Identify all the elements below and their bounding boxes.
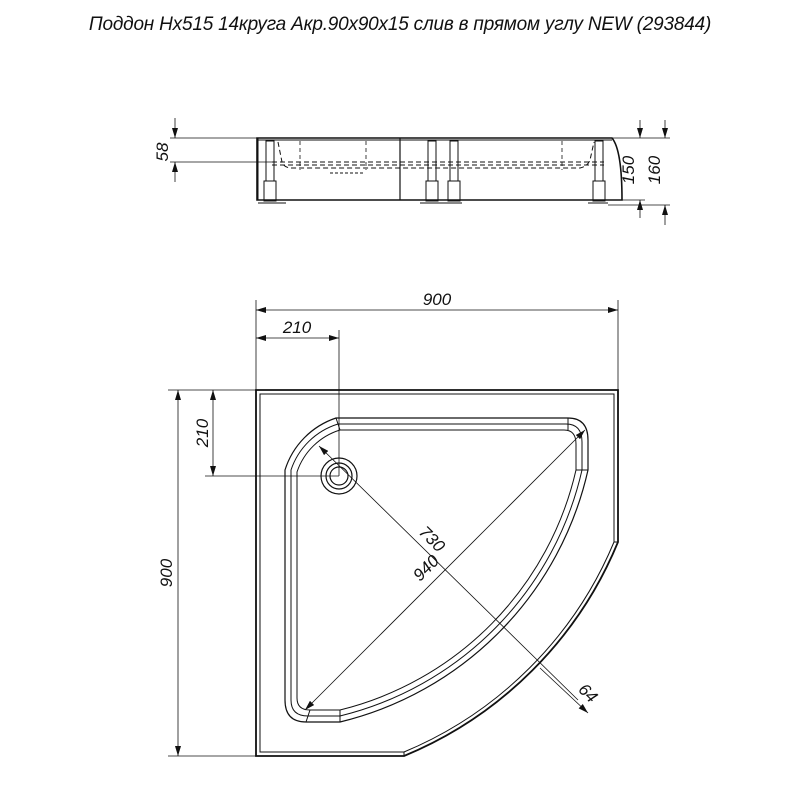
side-view [256,137,623,204]
drawing-title: Поддон Hx515 14круга Акр.90x90x15 слив в… [88,14,712,35]
leg [447,140,461,202]
dim-plan-900-top: 900 [423,290,452,309]
dim-plan-64: 64 [574,680,601,707]
dim-side-160: 160 [645,155,664,184]
leg [425,140,439,202]
plan-view [255,389,619,757]
dim-plan-730: 730 [415,522,449,556]
dim-plan-900-left: 900 [157,558,176,587]
dim-side-150: 150 [619,155,638,184]
leg [592,140,606,202]
dim-side-58: 58 [153,142,172,161]
plan-view-dimensions [168,300,619,757]
leg [263,140,277,202]
dim-plan-210-top: 210 [282,318,312,337]
dim-plan-210-left: 210 [193,418,212,448]
side-view-dimensions [170,118,670,225]
dim-plan-940: 940 [409,551,443,585]
